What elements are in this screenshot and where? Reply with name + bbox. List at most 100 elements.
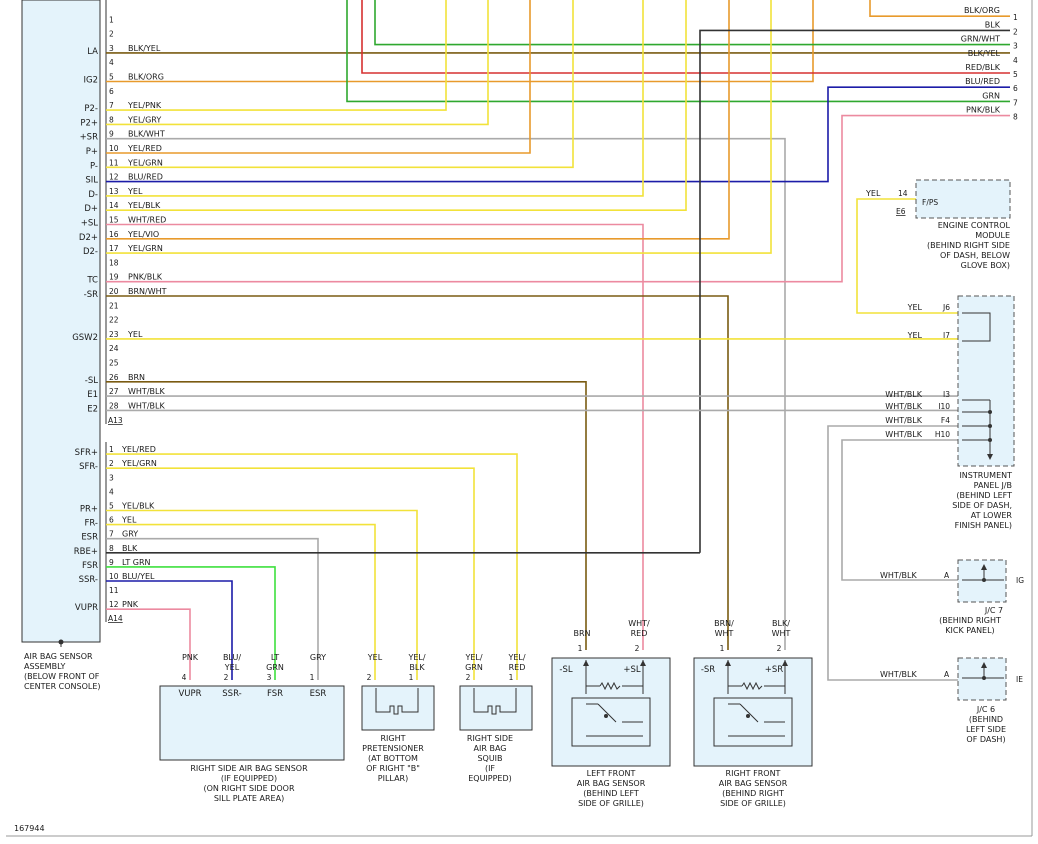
sq-wire-1-0: YEL/	[507, 653, 525, 662]
ipjb-pin-J6: J6	[942, 303, 950, 312]
rc-pin-8-number: 8	[1013, 113, 1018, 122]
pin-b-5-number: 5	[109, 502, 114, 511]
ipjb-pin-I10: I10	[938, 402, 950, 411]
wire-yel-d	[106, 0, 644, 197]
ecm-caption-1: ENGINE CONTROL	[938, 221, 1011, 230]
ipjb-wire-I3: WHT/BLK	[885, 390, 922, 399]
ipjb-wire-I7: YEL	[907, 331, 923, 340]
pin-a-5-signal: IG2	[83, 76, 98, 86]
pin-b-6-signal: FR-	[84, 519, 98, 529]
sq-caption-5: EQUIPPED)	[468, 774, 512, 783]
sq-wire-0-0: YEL/	[464, 653, 482, 662]
jc7-side: IG	[1016, 576, 1024, 585]
pin-a-13-wire: YEL	[127, 187, 143, 196]
pin-a-15-signal: +SL	[81, 219, 99, 229]
ipjb-wire-H10: WHT/BLK	[885, 430, 922, 439]
pin-a-10-signal: P+	[86, 147, 98, 157]
pin-a-17-number: 17	[109, 244, 119, 253]
lf-circuit	[585, 660, 644, 694]
pin-a-2-number: 2	[109, 30, 114, 39]
pin-b-12-wire: PNK	[122, 600, 139, 609]
connector-a-label: A13	[108, 416, 123, 425]
rf-name-0: -SR	[701, 665, 715, 675]
rs-pin-1: 2	[224, 673, 229, 682]
lf-pin-1: 2	[635, 644, 640, 653]
rc-pin-3-number: 3	[1013, 42, 1018, 51]
wire-yel-gry	[106, 0, 489, 126]
wire-yel-blk-d	[106, 0, 687, 211]
pin-b-8-wire: BLK	[122, 544, 138, 553]
rc-pin-2-number: 2	[1013, 27, 1018, 36]
pin-a-26-signal: -SL	[85, 376, 98, 386]
rs-caption-4: SILL PLATE AREA)	[214, 794, 284, 803]
rf-caption-4: SIDE OF GRILLE)	[720, 799, 786, 808]
pin-b-2-wire: YEL/GRN	[121, 459, 157, 468]
rf-wire-1-0: BLK/	[772, 619, 790, 628]
pin-b-1-wire: YEL/RED	[121, 445, 156, 454]
pt-wire-1-1: BLK	[409, 663, 425, 672]
pin-a-19-signal: TC	[86, 276, 98, 286]
wire-yel-red-sfr	[106, 453, 518, 680]
pin-a-15-number: 15	[109, 216, 119, 225]
pin-b-7-signal: ESR	[81, 533, 98, 543]
pin-a-14-signal: D+	[84, 204, 98, 214]
pin-b-9-number: 9	[109, 558, 114, 567]
pin-a-19-wire: PNK/BLK	[128, 273, 163, 282]
pin-b-7-number: 7	[109, 530, 114, 539]
pin-a-5-wire: BLK/ORG	[128, 73, 164, 82]
wire-yel-grn-p	[106, 0, 574, 169]
jc7-wire-label: WHT/BLK	[880, 571, 917, 580]
pin-b-6-number: 6	[109, 516, 114, 525]
ipjb-pin-H10: H10	[935, 430, 950, 439]
pin-a-20-wire: BRN/WHT	[128, 287, 167, 296]
jc7-junction	[982, 578, 986, 582]
wire-blk-org-top	[869, 0, 1010, 17]
wire-red-blk	[361, 0, 1010, 74]
pin-a-14-number: 14	[109, 201, 119, 210]
jc7-arrow	[981, 564, 987, 570]
rc-pin-6-number: 6	[1013, 84, 1018, 93]
rf-caption-2: AIR BAG SENSOR	[719, 779, 788, 788]
wire-blk-rc2	[699, 29, 1010, 553]
rs-name-2: FSR	[267, 689, 283, 699]
ipjb-caption-2: PANEL J/B	[974, 481, 1012, 490]
wire-blk-org-ig2	[106, 0, 814, 83]
pin-a-8-wire: YEL/GRY	[127, 115, 161, 124]
lf-name-1: +SL	[623, 665, 641, 675]
pin-a-11-number: 11	[109, 158, 119, 167]
pt-caption-2: PRETENSIONER	[362, 744, 424, 753]
pin-b-12-signal: VUPR	[75, 603, 98, 613]
ipjb-wire-J6: YEL	[907, 303, 923, 312]
ipjb-pins: J6YELI7YELI3WHT/BLKI10WHT/BLKF4WHT/BLKH1…	[885, 303, 950, 439]
rf-arrow-b	[782, 660, 788, 666]
rs-wire-1-0: BLU/	[223, 653, 241, 662]
rc-pin-7-number: 7	[1013, 98, 1018, 107]
jc6-caption-1: J/C 6	[976, 705, 995, 714]
rs-pin-2: 3	[267, 673, 272, 682]
wire-yel-ecm	[856, 198, 958, 314]
pin-b-9-wire: LT GRN	[122, 558, 151, 567]
pt-caption-4: OF RIGHT "B"	[366, 764, 420, 773]
pin-a-21-number: 21	[109, 301, 119, 310]
rf-switch	[728, 703, 785, 737]
ipjb-caption-3: (BEHIND LEFT	[956, 491, 1012, 500]
lf-wire-0-0: BRN	[573, 629, 590, 638]
pin-a-7-number: 7	[109, 101, 114, 110]
wires	[106, 0, 1010, 681]
wire-grn	[346, 0, 1010, 103]
pin-a-23-number: 23	[109, 330, 119, 339]
wire-yel-grn-d2	[106, 0, 772, 254]
pin-a-8-number: 8	[109, 115, 114, 124]
ipjb-caption-1: INSTRUMENT	[959, 471, 1012, 480]
pt-caption-1: RIGHT	[380, 734, 405, 743]
pin-a-16-signal: D2+	[79, 233, 98, 243]
pin-b-11-number: 11	[109, 586, 119, 595]
pin-b-10-number: 10	[109, 572, 119, 581]
pin-b-1-signal: SFR+	[75, 448, 98, 458]
rc-pin-2-wire: BLK	[985, 20, 1001, 29]
